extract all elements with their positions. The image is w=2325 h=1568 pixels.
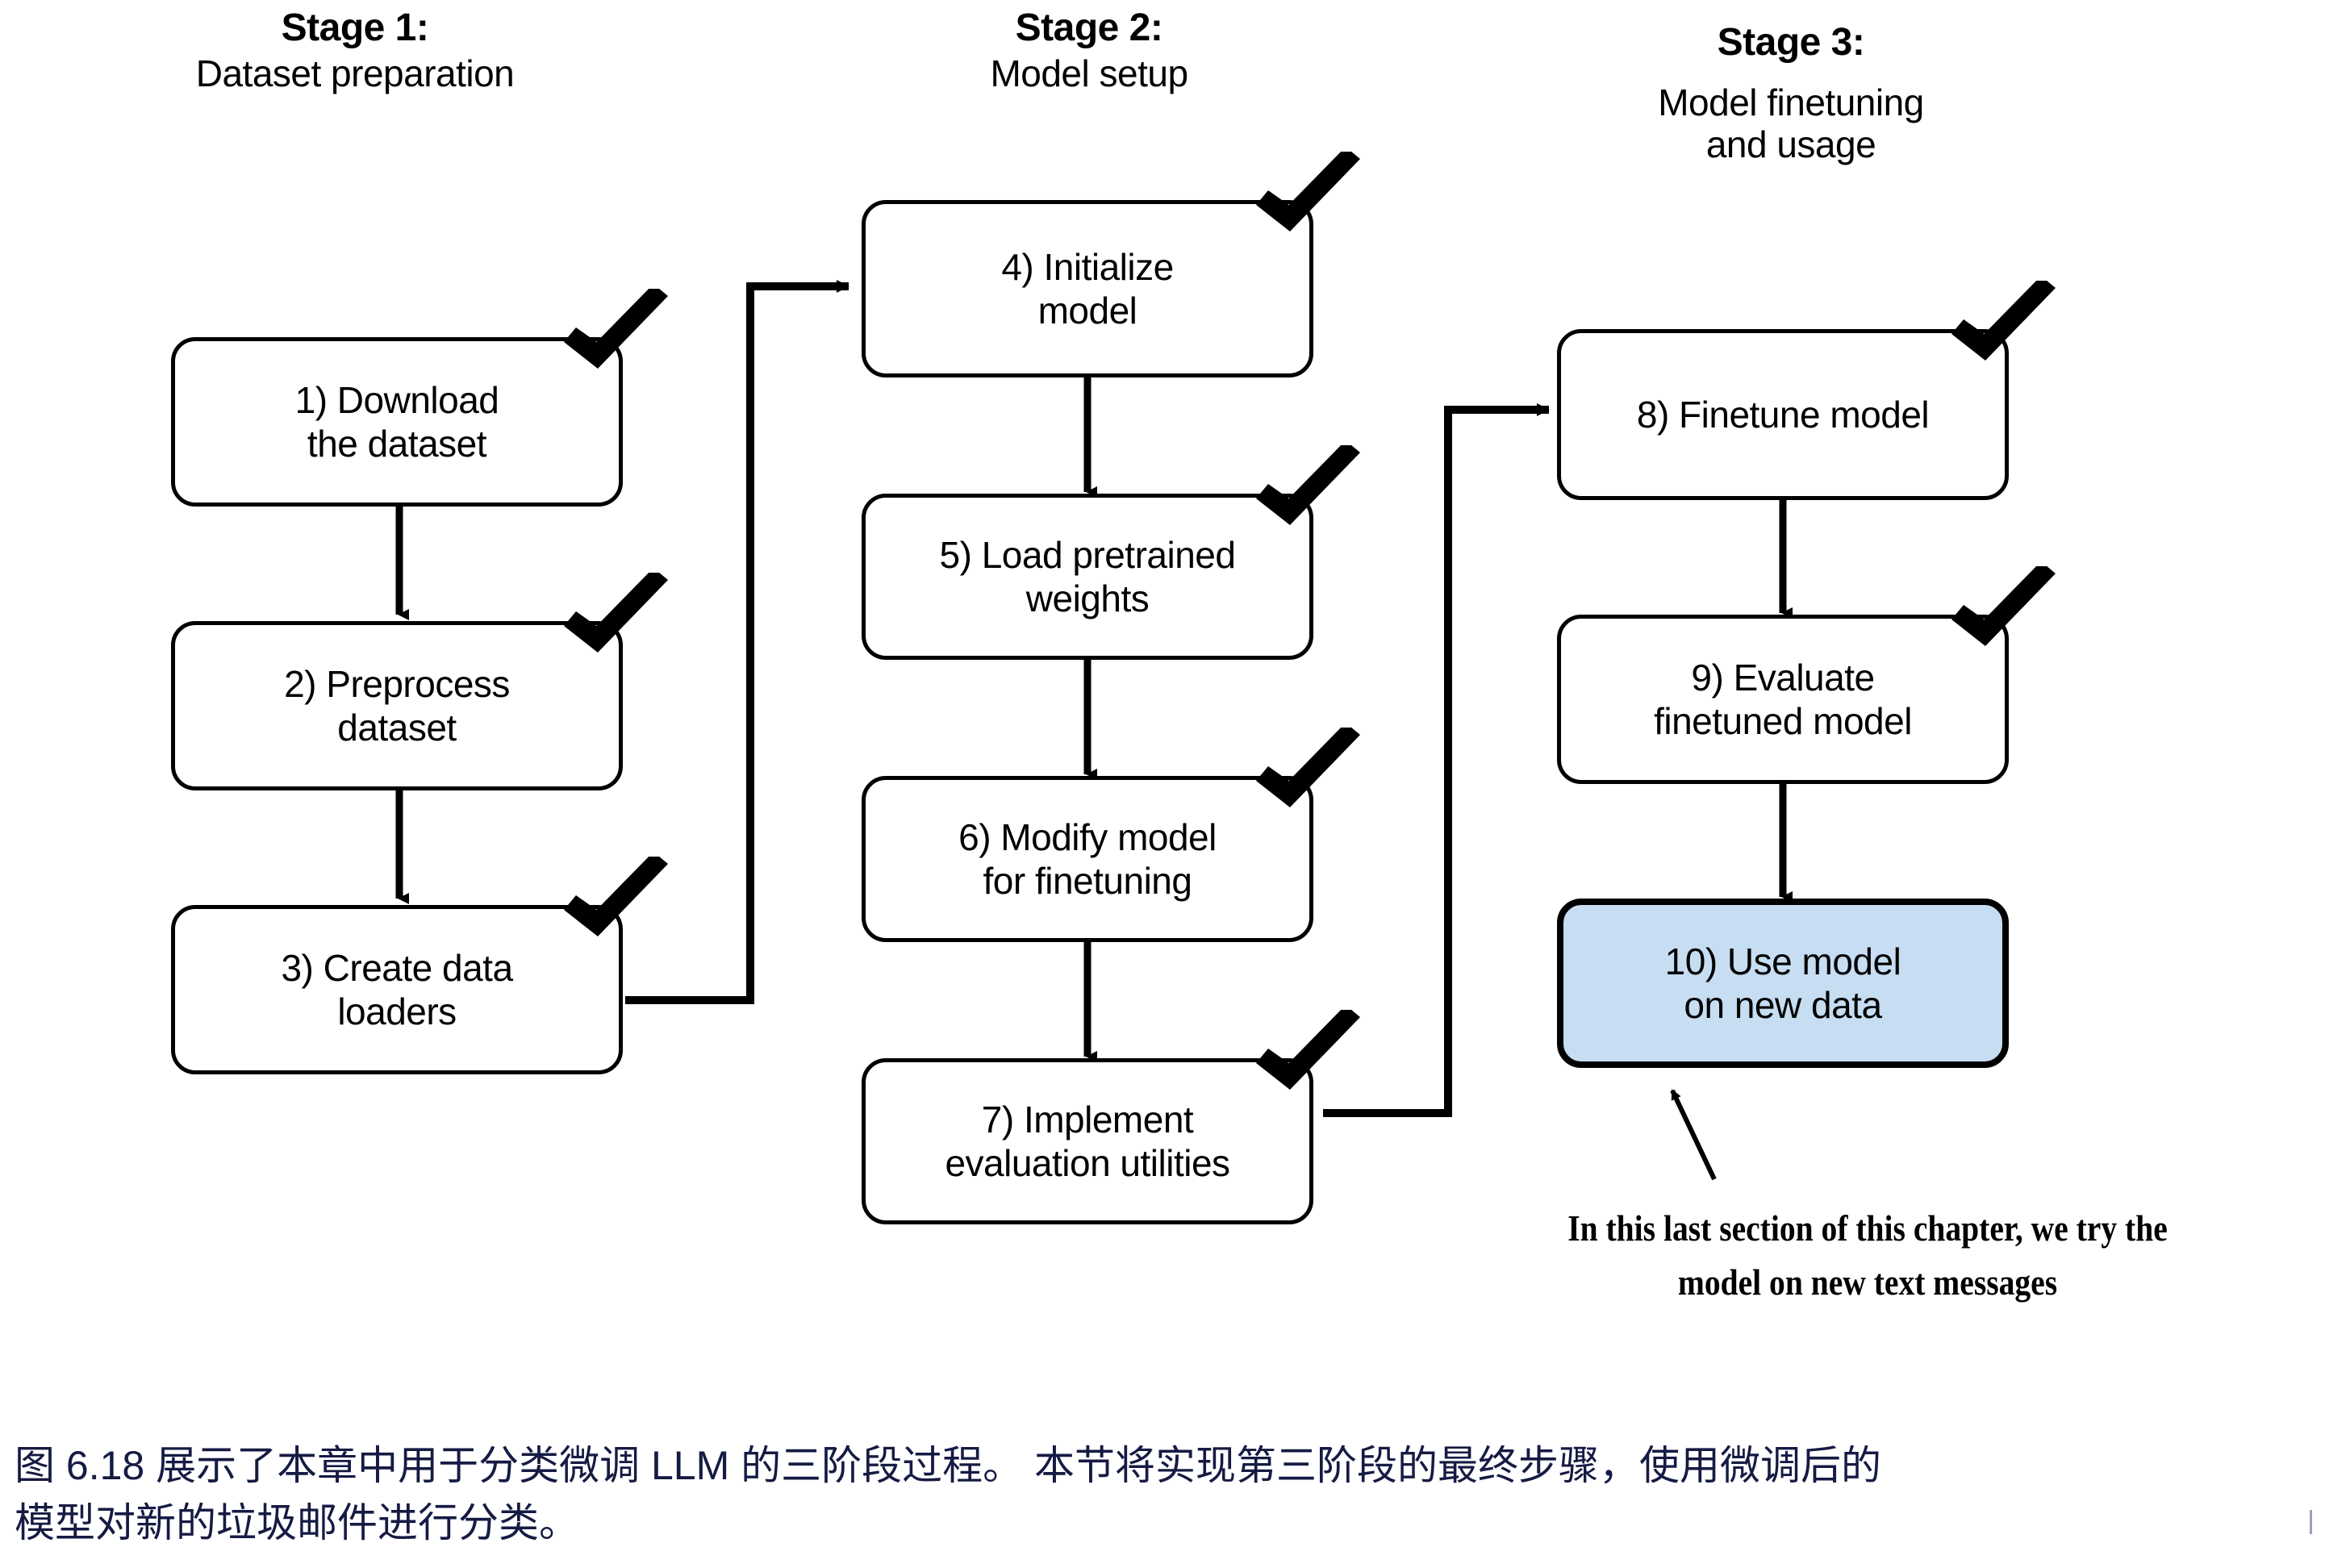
flowchart-figure: Stage 1: Dataset preparation Stage 2: Mo…: [48, 6, 2245, 1309]
annotation-line-2: model on new text messages: [1677, 1261, 2058, 1303]
caption-line-2: 模型对新的垃圾邮件进行分类。: [15, 1500, 579, 1545]
node-5-load-pretrained-weights[interactable]: 5) Load pretrained weights: [862, 494, 1313, 660]
node-4-label: 4) Initialize model: [1001, 245, 1174, 332]
node-3-label: 3) Create data loaders: [281, 946, 513, 1032]
annotation-line-1: In this last section of this chapter, we…: [1567, 1207, 2168, 1249]
node-8-label: 8) Finetune model: [1636, 393, 1930, 436]
node-2-preprocess-dataset[interactable]: 2) Preprocess dataset: [171, 621, 623, 790]
stage-1-subtitle: Dataset preparation: [195, 52, 515, 95]
stage-heading-3: Stage 3: Model finetuning and usage: [1517, 6, 2065, 181]
node-3-create-data-loaders[interactable]: 3) Create data loaders: [171, 905, 623, 1074]
node-8-finetune-model[interactable]: 8) Finetune model: [1557, 329, 2009, 500]
node-7-implement-evaluation-utilities[interactable]: 7) Implement evaluation utilities: [862, 1058, 1313, 1224]
caption-line-1: 图 6.18 展示了本章中用于分类微调 LLM 的三阶段过程。 本节将实现第三阶…: [15, 1443, 1882, 1488]
node-2-label: 2) Preprocess dataset: [284, 662, 510, 749]
stage-3-title: Stage 3:: [1717, 21, 1865, 65]
stage-heading-1: Stage 1: Dataset preparation: [48, 6, 662, 95]
node-10-use-model-on-new-data[interactable]: 10) Use model on new data: [1557, 899, 2009, 1068]
stage-1-title: Stage 1:: [281, 6, 429, 49]
node-5-label: 5) Load pretrained weights: [939, 533, 1236, 619]
node-10-label: 10) Use model on new data: [1664, 940, 1901, 1026]
node-1-download-dataset[interactable]: 1) Download the dataset: [171, 337, 623, 507]
node-9-evaluate-finetuned-model[interactable]: 9) Evaluate finetuned model: [1557, 615, 2009, 784]
annotation-pointer-arrow: [1670, 1089, 1717, 1181]
stage-heading-2: Stage 2: Model setup: [831, 6, 1347, 95]
node-1-label: 1) Download the dataset: [294, 378, 499, 465]
annotation-text: In this last section of this chapter, we…: [1489, 1202, 2245, 1309]
figure-caption: 图 6.18 展示了本章中用于分类微调 LLM 的三阶段过程。 本节将实现第三阶…: [15, 1437, 2314, 1552]
node-9-label: 9) Evaluate finetuned model: [1654, 656, 1912, 742]
node-6-modify-model-for-finetuning[interactable]: 6) Modify model for finetuning: [862, 776, 1313, 942]
node-4-initialize-model[interactable]: 4) Initialize model: [862, 200, 1313, 377]
stage-2-title: Stage 2:: [1015, 6, 1163, 49]
connector-stage1-stage2: [625, 280, 849, 1004]
connector-stage2-stage3: [1323, 403, 1550, 1117]
stage-2-subtitle: Model setup: [990, 52, 1188, 95]
node-7-label: 7) Implement evaluation utilities: [945, 1098, 1230, 1184]
page-edge-tick: [2310, 1510, 2312, 1534]
flowchart-connectors: [395, 280, 1793, 1181]
node-6-label: 6) Modify model for finetuning: [958, 815, 1217, 902]
stage-3-subtitle: Model finetuning and usage: [1658, 81, 1924, 166]
